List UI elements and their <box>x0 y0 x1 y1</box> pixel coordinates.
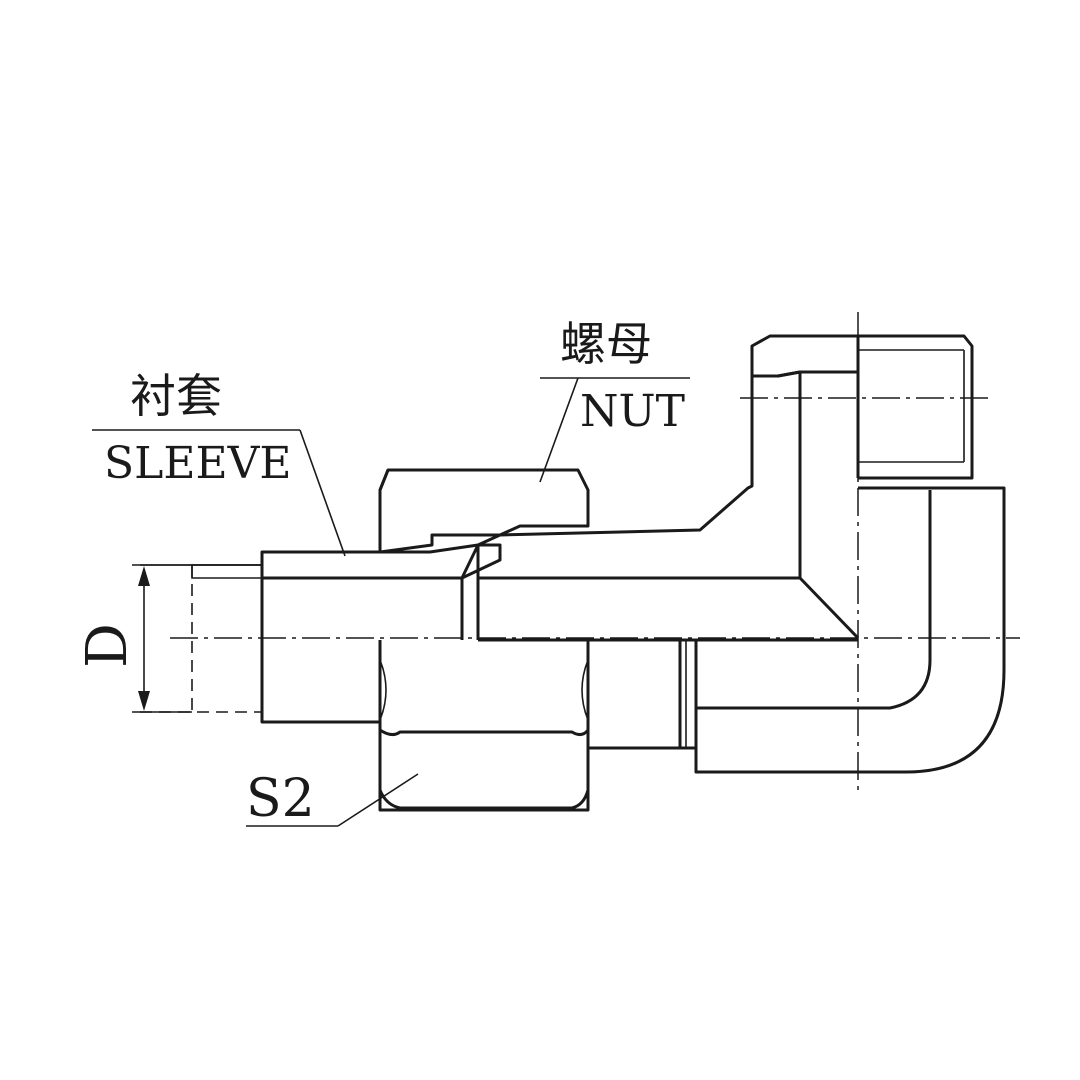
sleeve-label-english: SLEEVE <box>104 438 292 489</box>
body-part <box>460 334 1006 774</box>
nut-callout: 螺母 NUT <box>539 317 690 483</box>
nut-label-english: NUT <box>580 386 685 437</box>
dimension-d: D <box>75 564 192 713</box>
sleeve-label-chinese: 衬套 <box>130 369 222 423</box>
tube-outline <box>140 564 262 713</box>
s2-label: S2 <box>246 769 315 829</box>
sleeve-part <box>191 543 502 724</box>
s2-callout: S2 <box>246 769 419 829</box>
dimension-d-label: D <box>75 623 140 668</box>
sleeve-callout: 衬套 SLEEVE <box>92 369 346 557</box>
nut-label-chinese: 螺母 <box>560 317 652 371</box>
nut-part <box>378 468 590 812</box>
